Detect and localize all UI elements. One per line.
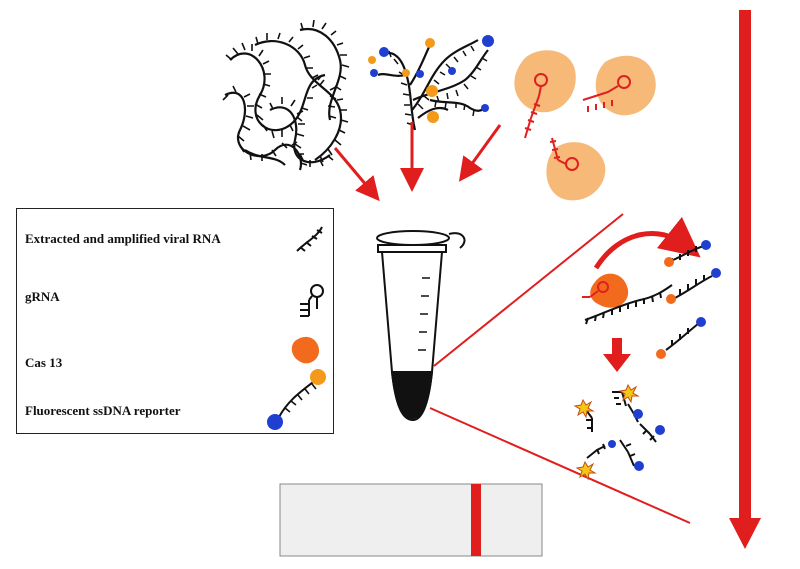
- test-line: [471, 484, 481, 556]
- cleaved-reporters: [573, 383, 665, 481]
- cas13-icon: [291, 336, 320, 364]
- legend-label-grna: gRNA: [25, 289, 60, 304]
- input-arrows: [333, 122, 502, 202]
- process-flow-arrow: [729, 10, 761, 549]
- reporter-cluster: [368, 35, 494, 131]
- legend-label-viral-rna: Extracted and amplified viral RNA: [25, 231, 221, 246]
- legend-label-ssdna-reporter: Fluorescent ssDNA reporter: [25, 403, 181, 418]
- zoom-lines: [429, 213, 691, 524]
- viral-rna-cluster: [222, 19, 350, 171]
- ssdna-reporter-icon: [267, 369, 326, 430]
- grna-icon: [300, 284, 324, 317]
- activation-detail: [582, 216, 721, 359]
- test-tube: [376, 230, 466, 422]
- reporter-orange-dots: [368, 38, 439, 123]
- cleavage-arrow: [603, 338, 631, 372]
- test-strip: [279, 483, 543, 557]
- legend-label-cas13: Cas 13: [25, 355, 63, 370]
- cas13-grna-complexes: [514, 50, 656, 201]
- viral-rna-icon: [296, 226, 323, 252]
- reporter-blue-dots: [370, 35, 494, 112]
- legend-box: Extracted and amplified viral RNA gRNA C…: [16, 208, 334, 434]
